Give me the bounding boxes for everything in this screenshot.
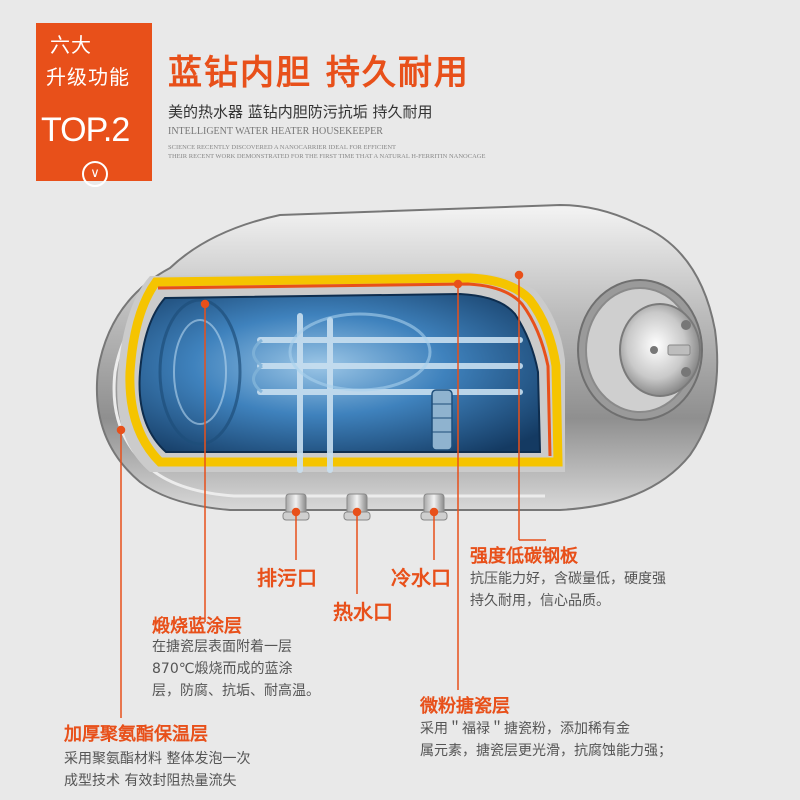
chevron-down-icon: ∨	[82, 161, 108, 187]
badge-line2: 升级功能	[46, 65, 130, 89]
insulation-title: 加厚聚氨酯保温层	[64, 724, 208, 745]
page-subtitle: 美的热水器 蓝钻内胆防污抗垢 持久耐用	[168, 103, 433, 121]
end-cap	[577, 279, 703, 421]
hot-water-port-label: 热水口	[333, 600, 393, 624]
enamel-desc-1: 采用＂福禄＂搪瓷粉，添加稀有金	[420, 721, 630, 737]
blue-coat-desc-1: 在搪瓷层表面附着一层	[152, 639, 292, 655]
heating-element	[257, 313, 523, 473]
english-heading: INTELLIGENT WATER HEATER HOUSEKEEPER	[168, 126, 383, 137]
badge-line3: TOP.2	[41, 111, 130, 149]
blue-coat-desc-3: 层，防腐、抗垢、耐高温。	[152, 683, 320, 699]
english-line-2: SCIENCE RECENTLY DISCOVERED A NANOCARRIE…	[168, 144, 396, 151]
blue-coat-title: 煅烧蓝涂层	[152, 616, 242, 637]
cold-water-port-label: 冷水口	[391, 566, 451, 590]
page-title: 蓝钻内胆 持久耐用	[168, 53, 470, 93]
steel-title: 强度低碳钢板	[470, 546, 578, 567]
anode-rod	[431, 389, 453, 451]
english-line-3: THEIR RECENT WORK DEMONSTRATED FOR THE F…	[168, 153, 486, 160]
orange-stripe	[157, 282, 552, 457]
enamel-desc-2: 属元素，搪瓷层更光滑，抗腐蚀能力强；	[420, 743, 672, 759]
insulation-desc-2: 成型技术 有效封阻热量流失	[64, 773, 237, 789]
drain-port-label: 排污口	[257, 566, 317, 590]
hot-water-port	[343, 493, 371, 521]
steel-desc-2: 持久耐用，信心品质。	[470, 593, 610, 609]
top2-badge: 六大 升级功能 TOP.2 ∨	[36, 23, 152, 187]
steel-desc-1: 抗压能力好，含碳量低，硬度强	[470, 571, 666, 587]
blue-coat-desc-2: 870℃煅烧而成的蓝涂	[152, 661, 293, 677]
insulation-desc-1: 采用聚氨酯材料 整体发泡一次	[64, 751, 251, 767]
badge-line1: 六大	[50, 33, 92, 57]
enamel-title: 微粉搪瓷层	[420, 696, 510, 717]
inner-tank	[138, 292, 542, 453]
yellow-insulation	[125, 273, 563, 467]
